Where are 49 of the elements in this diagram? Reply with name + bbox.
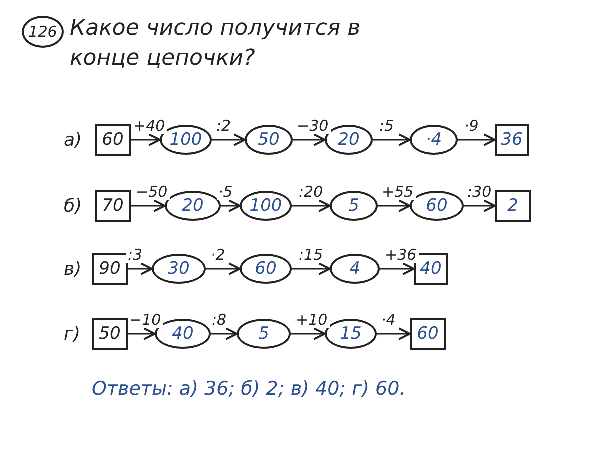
number-box: 36 <box>495 124 529 156</box>
arrow <box>378 200 412 212</box>
edge-label: :2 <box>214 118 234 134</box>
number-box: 40 <box>414 253 448 285</box>
number-oval: 50 <box>245 125 293 155</box>
arrow <box>291 328 326 340</box>
arrow <box>206 262 242 276</box>
arrow <box>458 134 496 146</box>
edge-label: ·5 <box>216 184 235 200</box>
number-oval: ·4 <box>410 125 458 155</box>
number-oval: 30 <box>152 254 206 284</box>
arrow <box>293 134 326 146</box>
arrow <box>292 200 332 212</box>
arrow <box>128 328 156 340</box>
arrow <box>221 200 242 212</box>
row-label: а) <box>64 130 82 151</box>
arrow <box>380 262 416 276</box>
title: Какое число получится в конце цепочки? <box>70 15 362 73</box>
edge-label: :30 <box>466 184 494 200</box>
number-box: 2 <box>495 190 531 222</box>
arrow <box>211 328 238 340</box>
number-box: 50 <box>92 318 128 350</box>
number-box: 60 <box>410 318 446 350</box>
number-circle: 126 <box>22 16 64 48</box>
number-oval: 5 <box>237 319 291 349</box>
number-oval: 60 <box>240 254 292 284</box>
arrow <box>292 262 332 276</box>
edge-label: :3 <box>126 247 145 263</box>
answer-text: Ответы: а) 36; б) 2; в) 40; г) 60. <box>92 378 406 400</box>
number-box: 90 <box>92 253 128 285</box>
arrow <box>377 328 412 340</box>
row-label: г) <box>64 324 80 345</box>
number-box: 70 <box>95 190 131 222</box>
arrow <box>128 262 153 276</box>
edge-label: :20 <box>297 184 326 200</box>
edge-label: :8 <box>210 312 229 328</box>
row-label: в) <box>64 259 82 280</box>
number-oval: 4 <box>330 254 380 284</box>
edge-label: :5 <box>378 118 396 134</box>
arrow <box>464 200 496 212</box>
number-oval: 5 <box>330 191 378 221</box>
number-box: 60 <box>95 124 131 156</box>
row-label: б) <box>64 196 82 217</box>
arrow <box>131 200 166 212</box>
arrow <box>131 134 161 146</box>
arrow <box>212 134 246 146</box>
edge-label: :15 <box>297 247 326 263</box>
number-oval: 100 <box>240 191 292 221</box>
arrow <box>373 134 412 146</box>
